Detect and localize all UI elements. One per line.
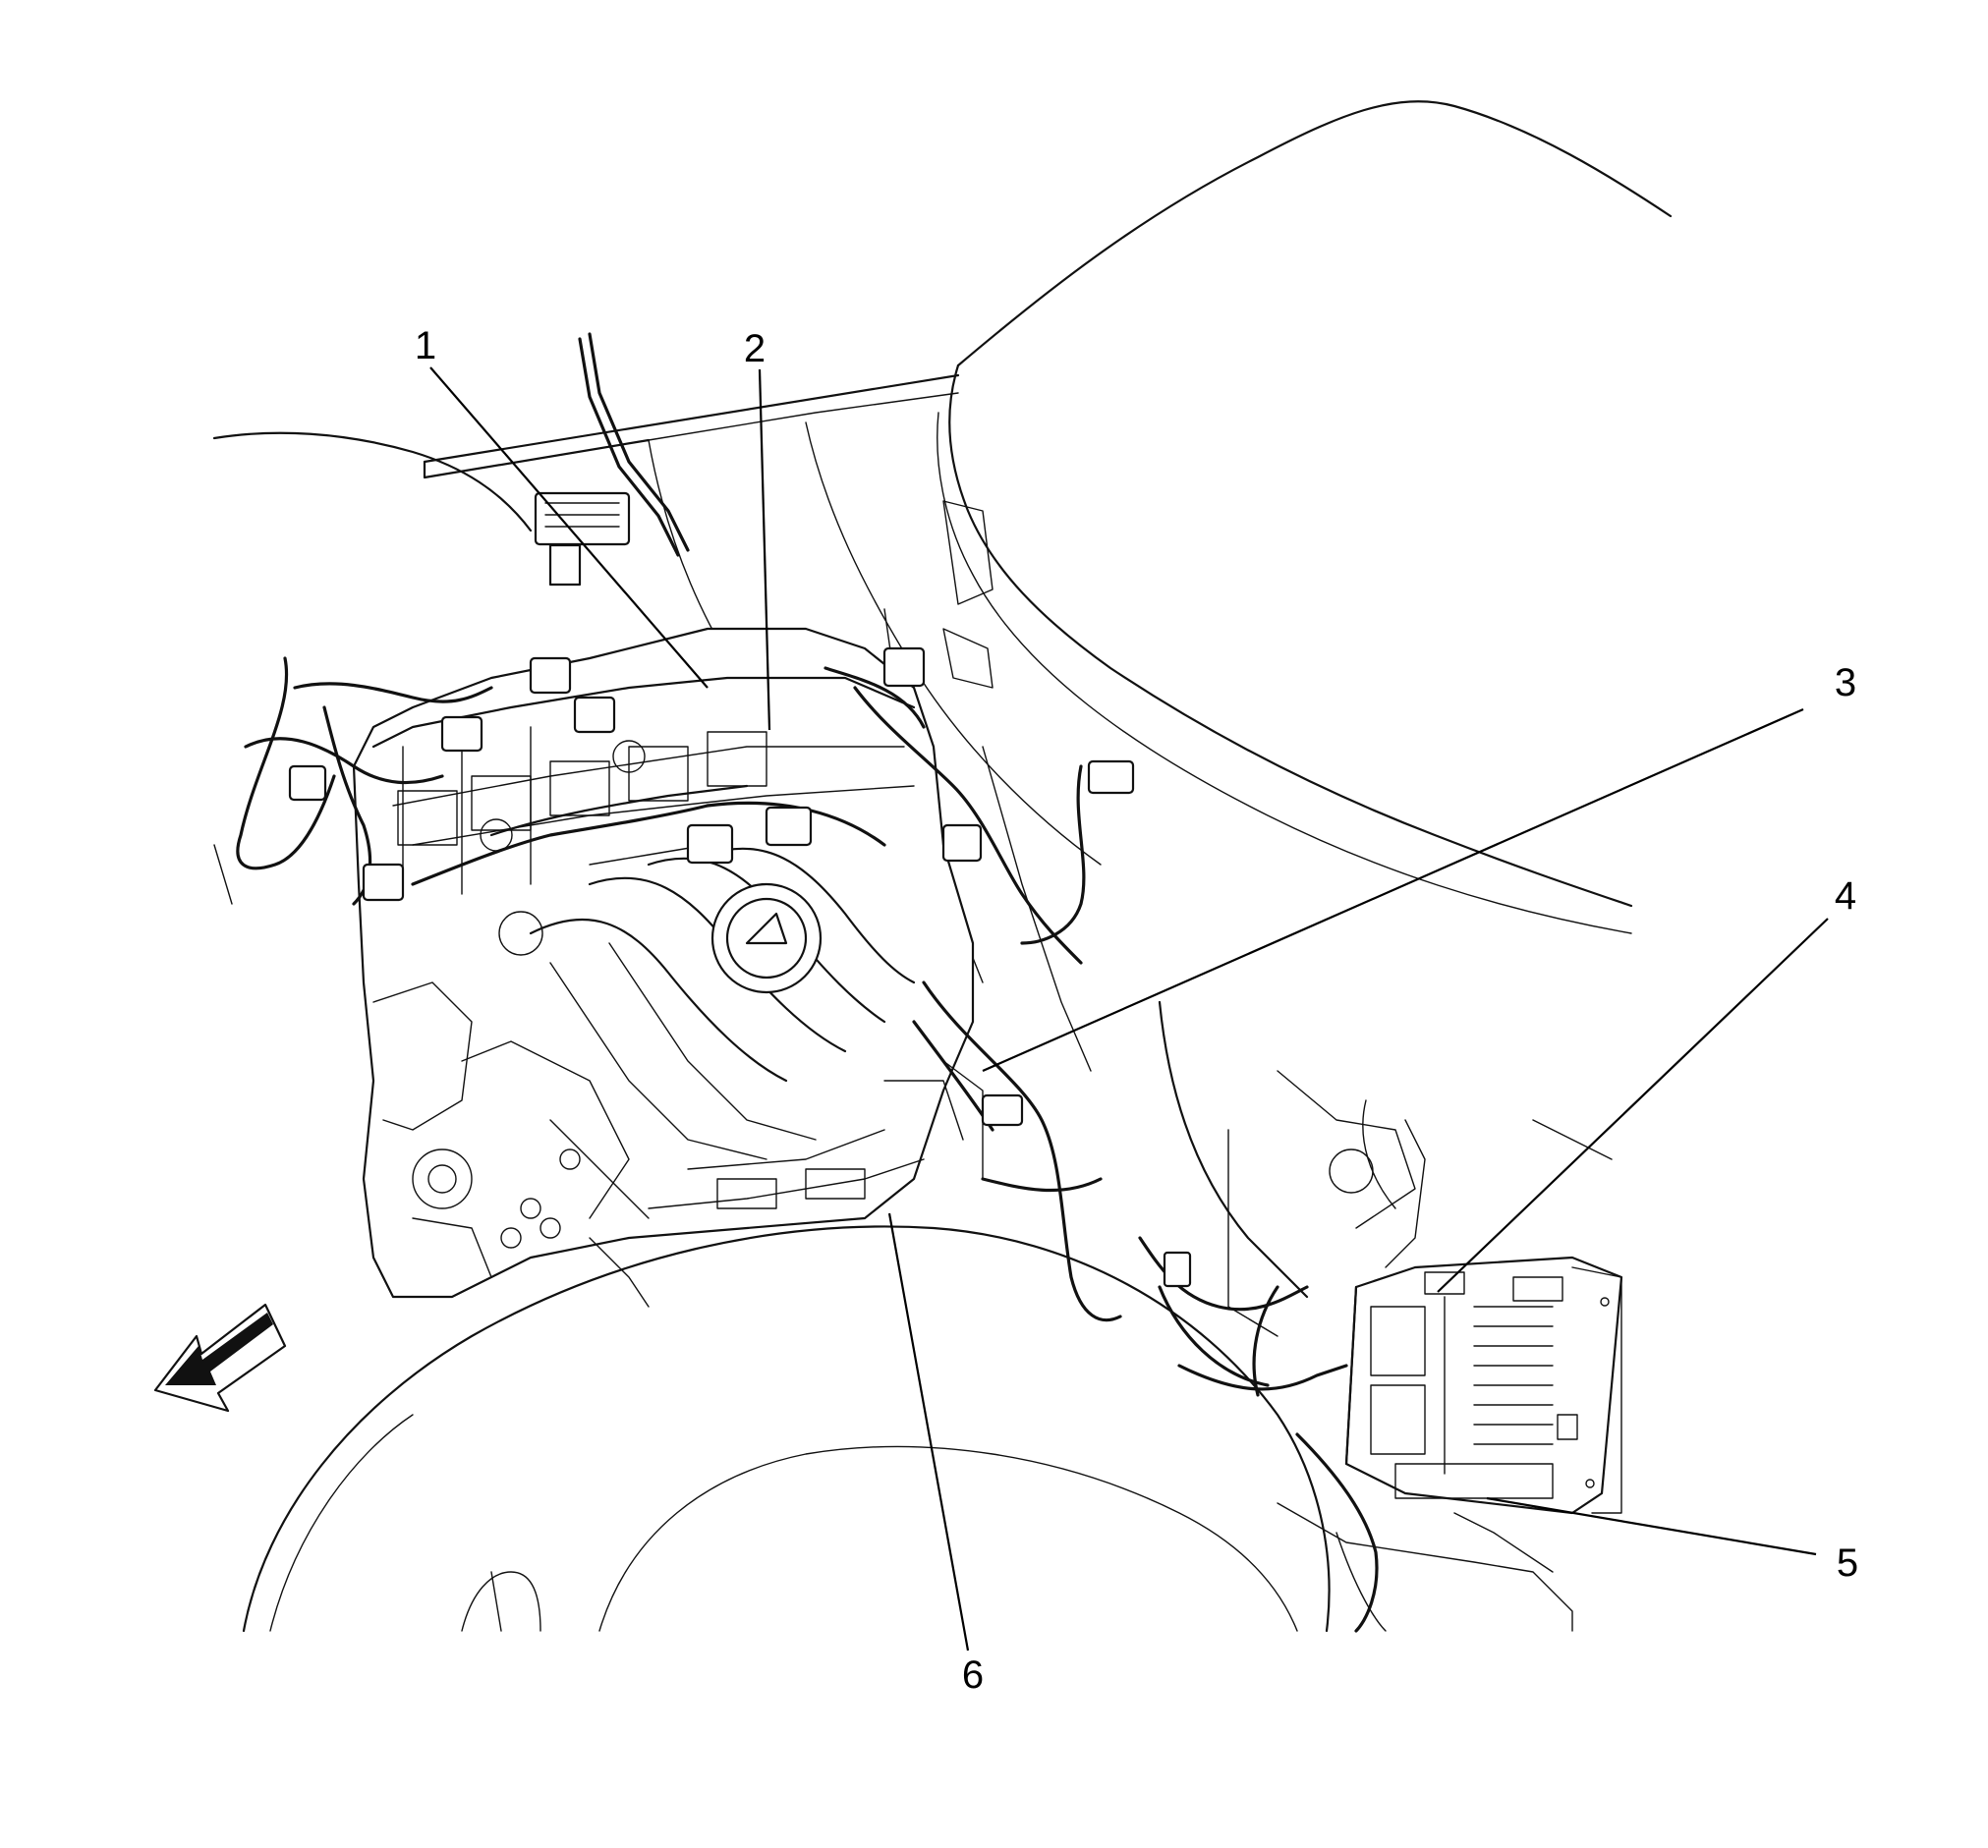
front-direction-arrow-icon (153, 1303, 287, 1413)
leader-line-3 (982, 707, 1804, 1073)
callout-leader-lines (429, 366, 1829, 1652)
callout-labels: 1 2 3 4 5 6 (415, 324, 1858, 1697)
callout-6: 6 (962, 1653, 984, 1697)
engine-control-module (1344, 1256, 1623, 1515)
leader-line-5 (1486, 1496, 1817, 1556)
leader-line-4 (1437, 918, 1829, 1293)
callout-2: 2 (744, 327, 766, 370)
leader-line-2 (758, 368, 771, 731)
engine-wiring-harness (236, 332, 1379, 1633)
callout-5: 5 (1837, 1541, 1858, 1585)
callout-3: 3 (1835, 661, 1856, 704)
engine-assembly (352, 627, 984, 1308)
leader-line-1 (429, 366, 709, 689)
callout-1: 1 (415, 324, 436, 367)
leader-line-6 (887, 1212, 970, 1652)
callout-4: 4 (1835, 874, 1856, 918)
